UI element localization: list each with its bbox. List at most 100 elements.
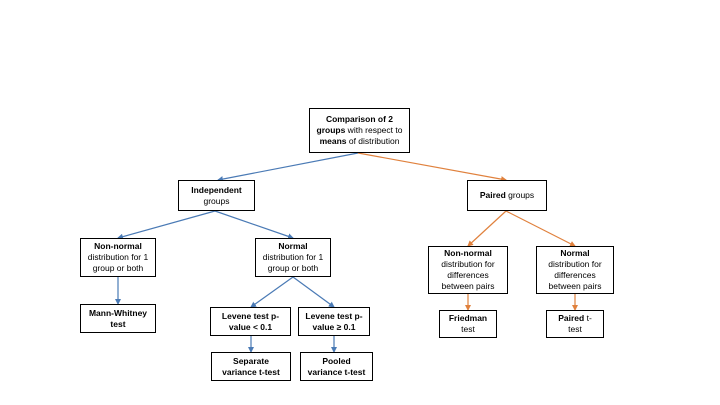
node-text-line: Comparison of 2 (317, 114, 403, 125)
node-text-line: Friedman (449, 313, 487, 324)
node-text-line: differences (441, 270, 494, 281)
node-text-bold: value ≥ 0.1 (312, 321, 356, 332)
connector-arrow (467, 210, 507, 247)
node-text-normal: distribution for 1 (87, 252, 149, 262)
node-text-line: Normal (548, 248, 601, 259)
node-text-bold: value < 0.1 (228, 321, 273, 332)
node-text-bold: test (110, 318, 126, 329)
node-text-bold: Normal (560, 248, 590, 258)
node-text-bold: Levene test p- (305, 310, 363, 321)
node-text-line: groups with respect to (317, 125, 403, 136)
node-text-line: Paired groups (480, 190, 534, 201)
node-text-line: test (558, 324, 592, 335)
node-levene-low: Levene test p-value < 0.1 (210, 307, 291, 336)
node-text-normal: groups (505, 190, 535, 200)
node-text-normal: test (461, 324, 475, 334)
node-text-bold: Paired (558, 313, 585, 323)
node-text-line: groups (191, 196, 242, 207)
node-text-line: test (89, 319, 147, 330)
node-text-line: Separate (222, 356, 280, 367)
connector-arrow (217, 152, 359, 182)
node-text-normal: test (568, 324, 582, 334)
node-text-line: group or both (263, 263, 323, 274)
node-text-normal: differences (447, 270, 489, 280)
node-text-normal: t- (584, 313, 592, 323)
node-text-line: variance t-test (308, 367, 366, 378)
node-text-bold: Paired (479, 190, 506, 200)
node-text-line: Levene test p- (305, 311, 362, 322)
node-text-normal: between pairs (441, 281, 495, 291)
node-text-bold: variance t-test (222, 366, 280, 377)
node-text-line: means of distribution (317, 136, 403, 147)
node-text-normal: between pairs (548, 281, 602, 291)
node-text-normal: groups (203, 195, 230, 206)
connector-arrow (357, 152, 507, 183)
connector-arrow (214, 210, 294, 240)
node-text-bold: Independent (191, 184, 242, 195)
node-text-line: group or both (88, 263, 148, 274)
node-text-line: Paired t- (558, 313, 592, 324)
node-text-line: Levene test p- (222, 311, 279, 322)
node-text-line: Normal (263, 241, 323, 252)
node-text-line: between pairs (548, 281, 602, 292)
node-text-bold: Non-normal (94, 241, 142, 251)
node-text: Paired groups (480, 190, 534, 201)
node-text-bold: 2 (388, 114, 394, 124)
node-text-line: value ≥ 0.1 (305, 322, 362, 333)
node-text-normal: group or both (267, 263, 319, 273)
node-text: Levene test p-value ≥ 0.1 (305, 311, 362, 333)
connector-arrow (117, 210, 216, 240)
node-text-line: distribution for 1 (88, 252, 148, 263)
node-text-line: Pooled (308, 356, 366, 367)
node-levene-high: Levene test p-value ≥ 0.1 (298, 307, 370, 336)
node-text-line: value < 0.1 (222, 322, 279, 333)
node-text-bold: Comparison of (325, 114, 389, 124)
node-text-bold: variance t-test (307, 366, 366, 377)
node-text-normal: group or both (92, 263, 144, 273)
node-text-line: distribution for 1 (263, 252, 323, 263)
node-text-line: between pairs (441, 281, 495, 292)
node-text-bold: Mann-Whitney (88, 307, 148, 318)
node-text-bold: Levene test p- (221, 310, 280, 321)
node-text-line: Non-normal (88, 241, 148, 252)
node-text-line: Non-normal (441, 248, 494, 259)
node-text-normal: distribution for (548, 259, 602, 269)
node-text-line: differences (548, 270, 601, 281)
node-text-normal: differences (554, 270, 596, 280)
node-text-line: distribution for (548, 259, 601, 270)
node-text-bold: Friedman (448, 313, 488, 323)
node-text-bold: means (319, 136, 347, 146)
node-text-normal: distribution for 1 (262, 252, 324, 262)
node-text-normal: of distribution (346, 136, 400, 146)
node-text-bold: Separate (233, 355, 269, 366)
connector-arrow (505, 210, 576, 247)
node-text-bold: groups (316, 125, 346, 135)
connector-arrow (250, 276, 294, 308)
node-text-line: Mann-Whitney (89, 308, 147, 319)
node-text-line: variance t-test (222, 367, 280, 378)
node-text-normal: with respect to (345, 125, 403, 135)
node-paired-groups: Paired groups (467, 180, 547, 211)
node-text-bold: Normal (278, 241, 308, 251)
node-paired-t-test: Paired t-test (546, 310, 604, 338)
node-text: Paired t-test (558, 313, 592, 335)
